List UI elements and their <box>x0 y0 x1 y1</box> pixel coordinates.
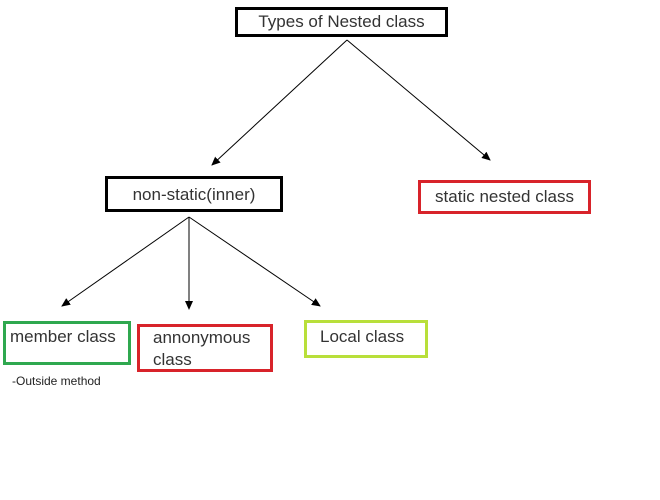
node-non-static-inner: non-static(inner) <box>105 176 283 212</box>
arrow-non-static-to-member <box>61 216 190 307</box>
node-member-class: member class <box>3 321 131 365</box>
arrow-non-static-to-local <box>188 216 321 307</box>
arrow-root-to-static-nested <box>346 39 491 161</box>
node-static-nested-class: static nested class <box>418 180 591 214</box>
arrow-root-to-non-static <box>211 39 348 166</box>
root-node-types-of-nested-class: Types of Nested class <box>235 7 448 37</box>
member-class-note: -Outside method <box>12 374 101 388</box>
node-anonymous-class: annonymous class <box>137 324 273 372</box>
node-local-class: Local class <box>304 320 428 358</box>
